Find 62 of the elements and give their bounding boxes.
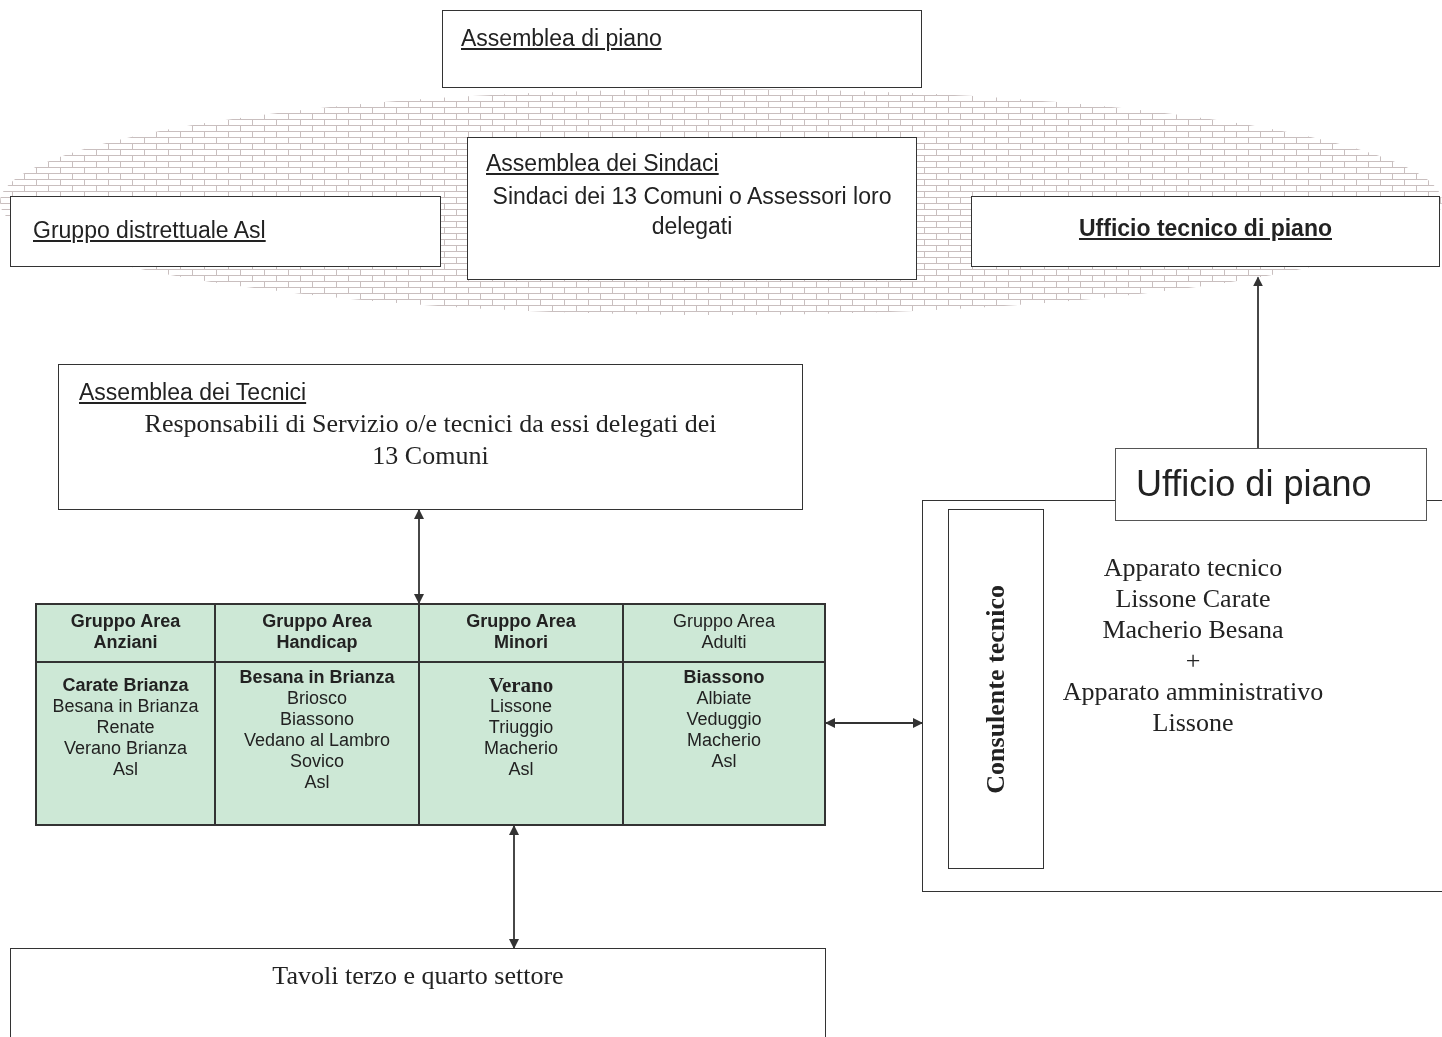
header-cell [216, 605, 420, 663]
column-heading: Gruppo Area Minori [465, 611, 577, 653]
sector-box [10, 948, 826, 1037]
assembly-box [442, 10, 922, 88]
place-name: Lissone [488, 696, 553, 717]
table-cell [624, 663, 824, 824]
office-box [971, 196, 1440, 267]
body-text: Responsabili di Servizio o/e tecnici da essi delegati dei 13 Comuni [143, 408, 718, 472]
double-arrow [414, 509, 424, 604]
brick-ellipse [0, 89, 1442, 315]
assembly-box [58, 364, 803, 510]
body-text: Apparato tecnico [1102, 553, 1284, 583]
place-name: Veduggio [685, 709, 763, 730]
place-name: Biassono [278, 709, 356, 730]
title-tab: Ufficio di piano [1115, 448, 1427, 521]
table-cell [37, 663, 216, 824]
header-cell [624, 605, 824, 663]
table-cell [216, 663, 420, 824]
body-text: Lissone [1151, 708, 1235, 738]
place-name: Verano Brianza [62, 738, 189, 759]
heading: Assemblea di piano [460, 24, 663, 52]
heading: Assemblea dei Tecnici [78, 378, 308, 406]
body-text: + [1184, 646, 1202, 676]
assembly-box [467, 137, 917, 280]
consultant-box [948, 509, 1044, 869]
header-cell [37, 605, 216, 663]
heading: Assemblea dei Sindaci [485, 149, 720, 177]
header-cell [420, 605, 624, 663]
body-text: Apparato amministrativo [1061, 677, 1325, 707]
place-name: Besana in Brianza [238, 667, 396, 688]
place-name: Asl [303, 772, 331, 793]
place-name: Triuggio [487, 717, 555, 738]
place-name: Macherio [686, 730, 762, 751]
body-text: Macherio Besana [1101, 615, 1285, 645]
place-name: Macherio [483, 738, 559, 759]
column-heading: Gruppo Area Adulti [671, 611, 777, 653]
area-table [35, 603, 826, 826]
place-name: Carate Brianza [61, 675, 190, 696]
place-name: Briosco [286, 688, 348, 709]
place-name: Asl [507, 759, 535, 780]
double-arrow [509, 825, 519, 949]
place-name: Albiate [695, 688, 753, 709]
place-name: Biassono [682, 667, 766, 688]
heading: Gruppo distrettuale Asl [32, 216, 267, 244]
body-text: Lissone Carate [1114, 584, 1272, 614]
arrow [1253, 276, 1263, 449]
heading: Consulente tecnico [981, 584, 1011, 794]
place-name: Besana in Brianza [51, 696, 200, 717]
place-name: Verano [487, 675, 555, 696]
place-name: Renate [95, 717, 156, 738]
place-name: Asl [112, 759, 139, 780]
double-arrow [825, 718, 923, 728]
table-cell [420, 663, 624, 824]
place-name: Asl [710, 751, 738, 772]
column-heading: Gruppo Area Handicap [261, 611, 373, 653]
group-box [10, 196, 441, 267]
heading: Tavoli terzo e quarto settore [271, 960, 565, 991]
column-heading: Gruppo Area Anziani [69, 611, 182, 653]
place-name: Sovico [289, 751, 345, 772]
heading: Ufficio tecnico di piano [1078, 214, 1333, 242]
place-name: Vedano al Lambro [242, 730, 392, 751]
body-text: Sindaci dei 13 Comuni o Assessori loro delegati [492, 182, 892, 241]
